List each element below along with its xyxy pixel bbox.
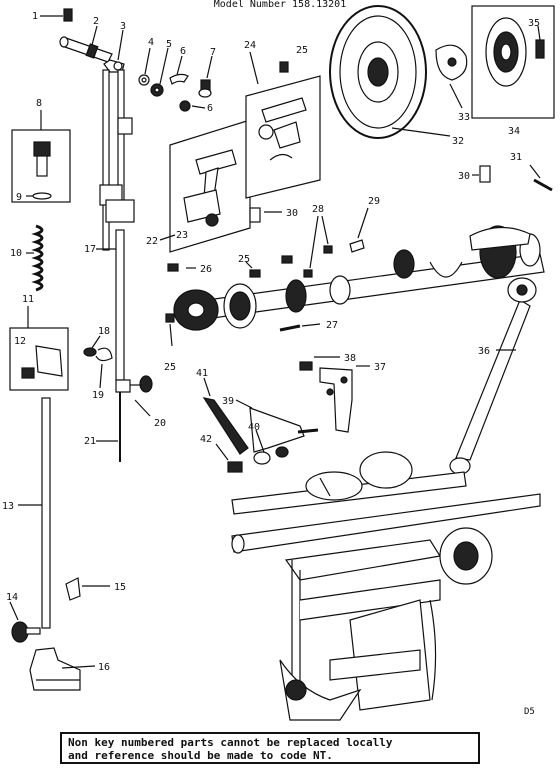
part-3-needle-bar-link [99,29,135,251]
part-20-needle-clamp [115,375,153,417]
callout-32: 32 [452,136,464,147]
callout-1: 1 [32,11,38,22]
part-19-thread-guide [95,347,113,389]
callout-9: 9 [16,192,22,203]
callout-34: 34 [508,126,520,137]
part-30-screw-upper [472,165,491,183]
callout-33: 33 [458,112,470,123]
model-number-header: Model Number 158.13201 [213,0,347,10]
part-37-bracket [319,365,370,433]
callout-39: 39 [222,396,234,407]
callout-20: 20 [154,418,166,429]
callout-30a: 30 [458,171,470,182]
part-39-feed-regulator [235,399,319,453]
callout-3: 3 [120,21,126,32]
part-6-clip [169,55,206,112]
callout-22: 22 [146,236,158,247]
part-34-gear-box [471,5,555,119]
callout-labels: 1 2 3 4 5 6 7 6 8 9 10 11 12 13 14 15 16… [2,11,540,673]
part-10-presser-spring [26,224,44,292]
callout-13: 13 [2,501,14,512]
part-40-screw [253,429,289,465]
callout-31: 31 [510,152,522,163]
callout-38: 38 [344,353,356,364]
callout-24: 24 [244,40,256,51]
part-38-screw [299,356,340,371]
part-24-thread-take-up-box [245,51,321,199]
callout-10: 10 [10,248,22,259]
callout-41: 41 [196,368,208,379]
replacement-note: Non key numbered parts cannot be replace… [60,732,480,764]
part-15-needle-clamp [65,577,110,601]
callout-15: 15 [114,582,126,593]
callout-11: 11 [22,294,34,305]
callout-18: 18 [98,326,110,337]
callout-21: 21 [84,436,96,447]
callout-6: 6 [180,46,186,57]
part-30-screw-lower [249,207,282,223]
callout-17: 17 [84,244,96,255]
callout-12: 12 [14,336,26,347]
callout-4: 4 [148,37,154,48]
part-21-needle [96,392,121,462]
part-8-presser-bar-screw-box [11,110,71,203]
part-27-pin [279,323,321,332]
part-36-feed-rock-shaft-link [449,277,537,475]
callout-6b: 6 [207,103,213,114]
callout-19: 19 [92,390,104,401]
callout-25b: 25 [238,254,250,265]
part-2-hinge-pin [59,25,113,63]
part-33-bushing-plate [435,44,468,109]
callout-30b: 30 [286,208,298,219]
part-5-collar [150,47,169,97]
part-1-screw [40,8,73,22]
callout-14: 14 [6,592,18,603]
note-line-1: Non key numbered parts cannot be replace… [68,736,393,749]
callout-25a: 25 [296,45,308,56]
part-32-handwheel [329,5,451,139]
part-4-washer [138,47,151,86]
callout-16: 16 [98,662,110,673]
machine-arm-overview [231,493,541,721]
note-line-2: and reference should be made to code NT. [68,749,333,762]
page-code: D5 [524,707,535,717]
part-16-presser-foot [29,647,96,691]
callout-40: 40 [248,422,260,433]
callout-8: 8 [36,98,42,109]
part-25-setscrew [165,255,293,347]
part-29-setscrew [349,207,369,253]
callout-36: 36 [478,346,490,357]
lower-shaft [231,451,467,515]
callout-26: 26 [200,264,212,275]
part-28-setscrews [303,215,333,278]
callout-7: 7 [210,47,216,58]
callout-2: 2 [93,16,99,27]
part-41-lever [202,377,249,455]
callout-28: 28 [312,204,324,215]
callout-42: 42 [200,434,212,445]
callout-5: 5 [166,39,172,50]
callout-35: 35 [528,18,540,29]
callout-23: 23 [176,230,188,241]
part-14-thumb-screw [9,601,41,643]
callout-25c: 25 [164,362,176,373]
part-13-presser-bar [18,397,51,629]
part-11-presser-bar-guide-box [9,306,69,391]
callout-29: 29 [368,196,380,207]
callout-27: 27 [326,320,338,331]
part-26-setscrew [167,263,196,272]
part-18-screw [83,335,101,357]
callout-37: 37 [374,362,386,373]
part-42-screw [215,443,243,473]
part-22-needle-bar-link-box [159,119,251,253]
arm-shaft [173,225,545,331]
part-31-pin [529,164,553,192]
part-7-screw [198,55,213,98]
